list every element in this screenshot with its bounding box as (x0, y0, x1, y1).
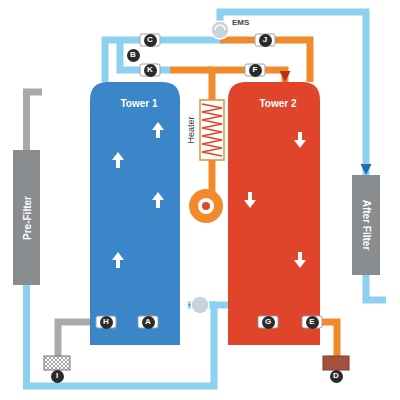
blower (189, 189, 223, 223)
callout-letter: I (51, 370, 64, 383)
filter-housing (352, 175, 380, 275)
filter-name: Pre-Filter (21, 196, 32, 240)
shuttle-valve (191, 296, 209, 314)
callout-letter: E (306, 316, 319, 329)
filter-box: Pre-Filter (13, 150, 40, 285)
blower (198, 198, 214, 214)
tower-shape (228, 82, 320, 345)
callout-letter: F (249, 64, 262, 77)
silencer (323, 356, 349, 370)
callout-letter: J (259, 34, 272, 47)
pipes (27, 40, 387, 356)
heater-coil (200, 100, 224, 160)
tower-name: Tower 2 (228, 82, 328, 109)
callout-letter: C (144, 34, 157, 47)
tower-shape (90, 82, 180, 345)
callout-letter: B (127, 49, 140, 62)
part-label: EMS (232, 18, 249, 27)
blower (202, 202, 210, 210)
filter-box: After Filter (352, 175, 380, 275)
ems-valve (215, 25, 225, 30)
filter-housing (13, 150, 40, 285)
heater-coil (202, 104, 222, 156)
silencer (44, 356, 70, 370)
valves (96, 34, 322, 328)
callout-letter: D (330, 370, 343, 383)
tower-box: Tower 1 (90, 82, 188, 345)
callout-letter: A (142, 316, 155, 329)
filter-name: After Filter (361, 200, 372, 251)
tower-box: Tower 2 (228, 82, 328, 345)
heater-name: Heater (186, 116, 196, 143)
callout-letter: G (262, 316, 275, 329)
callout-letter: K (144, 64, 157, 77)
heater-box: Heater (200, 100, 224, 160)
tower-name: Tower 1 (90, 82, 188, 109)
ems-valve (211, 21, 229, 39)
callout-letter: H (100, 316, 113, 329)
silencer (323, 356, 349, 370)
